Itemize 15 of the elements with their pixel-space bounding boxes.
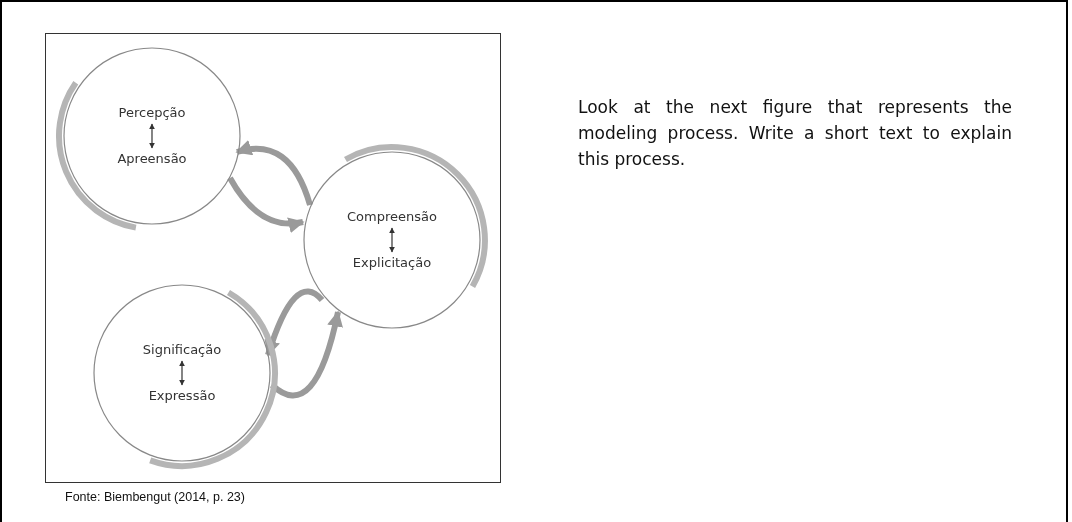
stage-label: Significação: [142, 341, 222, 359]
stage-label: Explicitação: [352, 254, 432, 272]
stage-label: Expressão: [148, 387, 216, 405]
curved-arrow: [264, 288, 325, 357]
double-arrow: [179, 360, 185, 386]
stage-label: Percepção: [118, 104, 186, 122]
double-arrow: [389, 227, 395, 253]
curved-arrow: [235, 140, 313, 206]
curved-arrow: [227, 176, 305, 233]
instruction-text: Look at the next figure that represents the modeling process. Write a short text to explain this process.: [578, 96, 1012, 171]
stage-label: Compreensão: [347, 208, 437, 226]
curved-arrow: [270, 310, 343, 399]
stage-label: Apreensão: [117, 150, 187, 168]
double-arrow: [149, 123, 155, 149]
source-caption: Fonte: Biembengut (2014, p. 23): [65, 490, 245, 504]
